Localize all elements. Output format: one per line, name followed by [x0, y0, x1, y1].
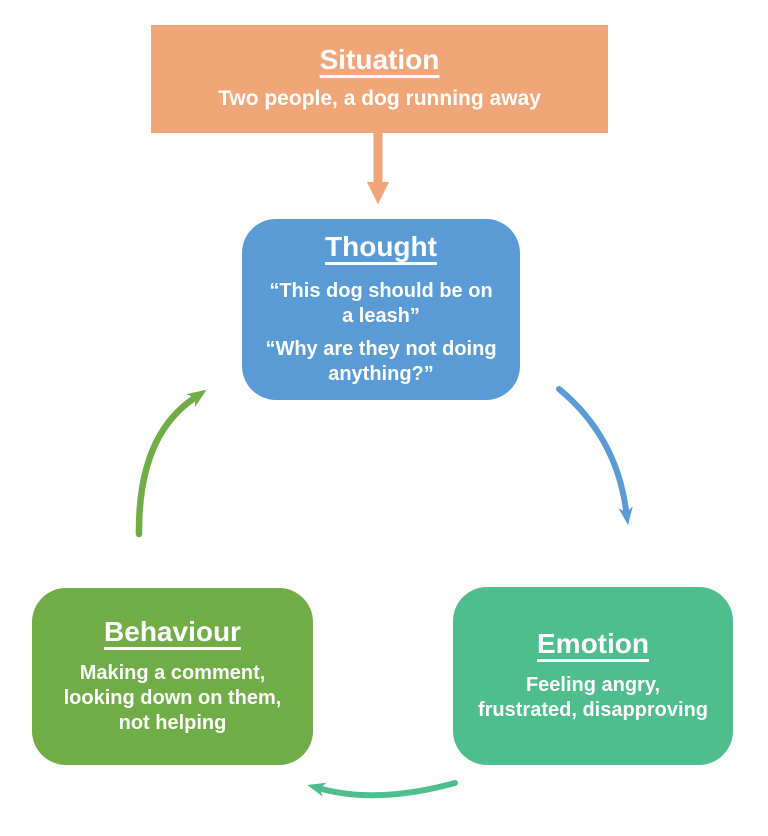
emotion-body: Feeling angry, frustrated, disapproving	[477, 674, 709, 722]
behaviour-node: Behaviour Making a comment, looking down…	[32, 588, 313, 765]
situation-body: Two people, a dog running away	[218, 87, 541, 111]
behaviour-to-thought-arrow	[135, 389, 207, 538]
situation-node: Situation Two people, a dog running away	[151, 25, 608, 133]
thought-title: Thought	[325, 231, 437, 263]
behaviour-body: Making a comment, looking down on them, …	[63, 662, 282, 735]
emotion-title: Emotion	[537, 627, 649, 659]
thought-quote-2: “Why are they not doing anything?”	[265, 337, 497, 385]
emotion-node: Emotion Feeling angry, frustrated, disap…	[453, 587, 733, 765]
situation-title: Situation	[319, 44, 440, 76]
thought-quote-1: “This dog should be on a leash”	[269, 279, 493, 327]
emotion-to-behaviour-arrow	[307, 780, 458, 799]
behaviour-title: Behaviour	[104, 615, 241, 647]
thought-node: Thought “This dog should be on a leash” …	[242, 219, 520, 400]
thought-to-emotion-arrow	[556, 386, 633, 526]
